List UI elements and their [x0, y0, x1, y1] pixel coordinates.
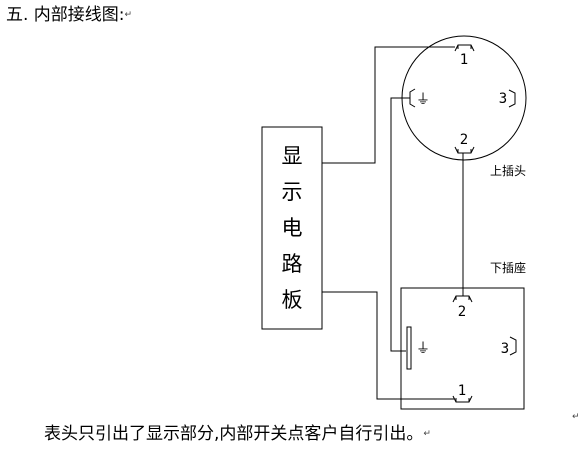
section-heading: 五. 内部接线图:↵ — [6, 4, 132, 26]
socket-pin1-contact — [452, 395, 473, 403]
paragraph-mark: ↵ — [124, 10, 133, 20]
caption: 表头只引出了显示部分,内部开关点客户自行引出。↵ — [44, 423, 431, 445]
socket-pin2-contact — [452, 295, 473, 303]
plug-pin1-label: 1 — [460, 52, 468, 68]
socket-pin1-label: 1 — [458, 383, 466, 399]
socket-pin3-label: 3 — [501, 341, 509, 357]
end-paragraph-mark: ↵ — [572, 412, 580, 422]
caption-text: 表头只引出了显示部分,内部开关点客户自行引出。 — [44, 424, 424, 444]
lower-socket-label: 下插座 — [490, 260, 526, 275]
plug-ground-contact — [409, 88, 416, 108]
socket-pin3-contact — [509, 336, 517, 356]
upper-plug-label: 上插头 — [490, 164, 526, 178]
wire-board-to-socket-pin1 — [322, 291, 454, 400]
socket-ground-symbol: ⏚ — [416, 341, 430, 357]
plug-pin2-contact — [454, 146, 475, 154]
wire-board-to-plug-pin1 — [322, 46, 455, 164]
plug-pin1-contact — [454, 44, 475, 52]
board-char-3: 电 — [282, 216, 303, 240]
section-heading-text: 五. 内部接线图: — [6, 5, 125, 25]
plug-pin3-label: 3 — [499, 91, 507, 107]
caption-paragraph-mark: ↵ — [423, 429, 431, 439]
socket-pin2-label: 2 — [458, 304, 466, 320]
wire-plug-ground-to-socket-ground — [390, 97, 410, 352]
socket-ground-contact — [406, 326, 412, 370]
board-char-5: 板 — [282, 288, 303, 312]
board-char-4: 路 — [282, 252, 303, 276]
display-board-box — [261, 126, 323, 330]
board-char-2: 示 — [282, 180, 303, 204]
plug-pin2-label: 2 — [460, 132, 468, 148]
board-char-1: 显 — [282, 144, 303, 168]
plug-pin3-contact — [508, 89, 516, 108]
plug-ground-symbol: ⏚ — [416, 92, 430, 108]
